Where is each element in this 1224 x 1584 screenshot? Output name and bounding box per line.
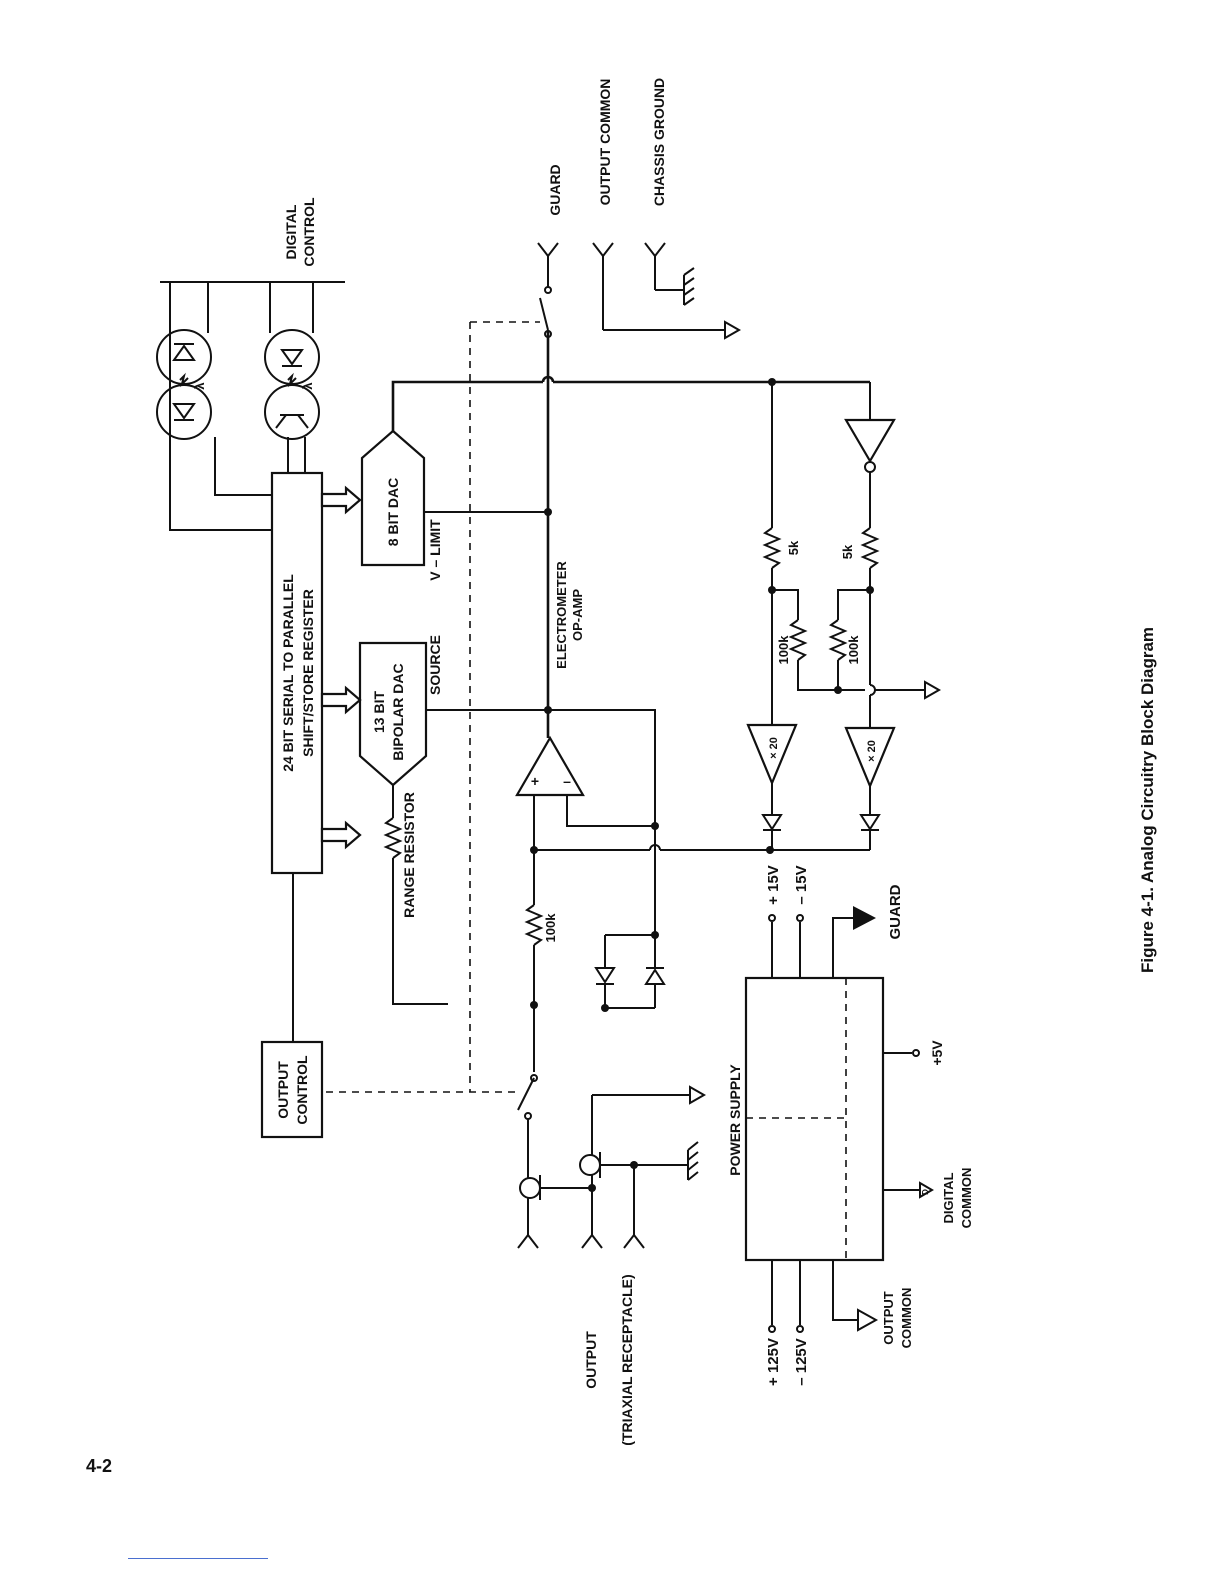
digital-common-label-2: COMMON bbox=[959, 1168, 974, 1229]
electrometer-op-amp bbox=[515, 735, 585, 797]
amplifier-x20-upper bbox=[746, 723, 798, 786]
shift-register-label-2: SHIFT/STORE REGISTER bbox=[300, 589, 316, 757]
plus-5v-label: +5V bbox=[929, 1040, 945, 1066]
minus-125v-label: – 125V bbox=[793, 1338, 810, 1386]
resistor-100k-upper: 100k bbox=[776, 635, 791, 665]
opto-isolator-upper bbox=[156, 329, 212, 440]
resistor-100k-lower: 100k bbox=[846, 635, 861, 665]
power-supply-label: POWER SUPPLY bbox=[727, 1064, 743, 1176]
amplifier-x20-lower bbox=[844, 726, 896, 789]
shift-register-block bbox=[270, 471, 324, 875]
digital-control-label-1: DIGITAL bbox=[283, 204, 299, 259]
output-control-block bbox=[260, 1040, 324, 1139]
lambda-upper: λ bbox=[192, 382, 207, 390]
plus-125v-label: + 125V bbox=[765, 1338, 782, 1386]
range-resistor-label: RANGE RESISTOR bbox=[401, 792, 417, 918]
shift-register-label-1: 24 BIT SERIAL TO PARALLEL bbox=[280, 574, 296, 772]
amplifier-x20-upper-gain: × 20 bbox=[768, 737, 780, 759]
svg-text:+: + bbox=[531, 773, 539, 789]
power-supply-block bbox=[744, 976, 885, 1262]
dac-8bit-label: 8 BIT DAC bbox=[385, 478, 401, 546]
bus-arrow-range-resistor bbox=[320, 820, 362, 850]
output-control-label-1: OUTPUT bbox=[275, 1061, 291, 1119]
svg-text:–: – bbox=[563, 773, 571, 789]
electrometer-label-1: ELECTROMETER bbox=[554, 561, 569, 669]
amplifier-x20-lower-gain: × 20 bbox=[866, 740, 878, 762]
chassis-ground-label: CHASSIS GROUND bbox=[651, 78, 667, 206]
digital-common-label-1: DIGITAL bbox=[941, 1172, 956, 1223]
lambda-lower: λ bbox=[300, 382, 315, 390]
plus-15v-label: + 15V bbox=[765, 865, 782, 905]
resistor-5k-lower: 5k bbox=[840, 544, 855, 559]
output-common-bottom-label-2: COMMON bbox=[899, 1288, 914, 1349]
figure-caption: Figure 4-1. Analog Circuitry Block Diagr… bbox=[1138, 627, 1157, 973]
page-number: 4-2 bbox=[86, 1456, 113, 1476]
footer-rule bbox=[128, 1558, 268, 1559]
bipolar-dac-label-1: 13 BIT bbox=[371, 691, 387, 733]
opto-isolator-lower bbox=[264, 329, 320, 440]
minus-15v-label: – 15V bbox=[793, 865, 810, 904]
resistor-100k-feedback: 100k bbox=[543, 913, 558, 943]
output-common-top-label: OUTPUT COMMON bbox=[597, 79, 613, 206]
digital-control-label-2: CONTROL bbox=[301, 197, 317, 267]
output-common-bottom-label-1: OUTPUT bbox=[881, 1291, 896, 1345]
svg-text:D: D bbox=[921, 1189, 930, 1195]
electrometer-label-2: OP-AMP bbox=[570, 589, 585, 641]
guard-supply-label: GUARD bbox=[887, 884, 904, 939]
output-label-2: (TRIAXIAL RECEPTACLE) bbox=[619, 1274, 635, 1445]
bus-arrow-8bit-dac bbox=[320, 485, 362, 515]
bus-arrow-bipolar-dac bbox=[320, 685, 362, 715]
output-control-label-2: CONTROL bbox=[294, 1055, 310, 1125]
bipolar-dac-block bbox=[358, 641, 428, 787]
bipolar-dac-label-2: BIPOLAR DAC bbox=[390, 663, 406, 760]
v-limit-label: V – LIMIT bbox=[427, 519, 443, 581]
source-label: SOURCE bbox=[427, 635, 443, 695]
dac-8bit-block bbox=[360, 429, 426, 567]
resistor-5k-upper: 5k bbox=[786, 540, 801, 555]
output-label-1: OUTPUT bbox=[583, 1331, 599, 1389]
guard-top-label: GUARD bbox=[547, 164, 563, 215]
